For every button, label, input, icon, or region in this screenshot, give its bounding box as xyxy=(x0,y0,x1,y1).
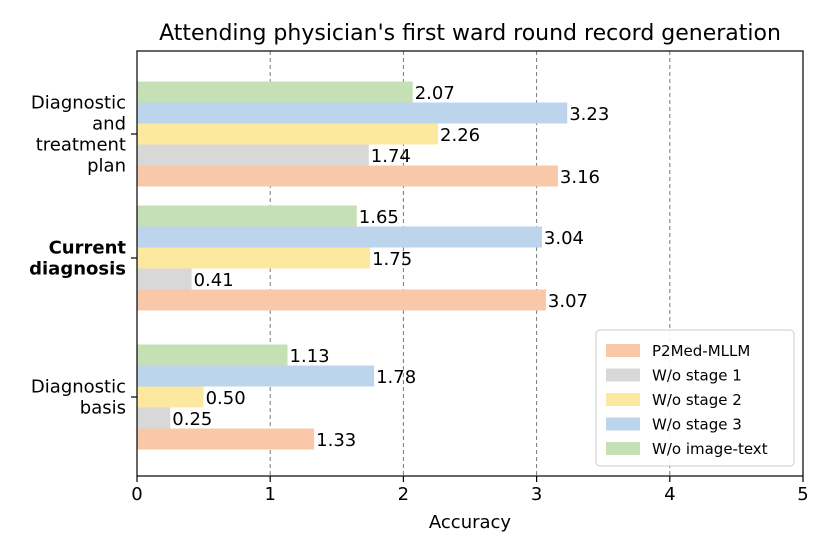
bar-value-label: 1.13 xyxy=(290,346,330,367)
chart-title: Attending physician's first ward round r… xyxy=(159,21,781,46)
legend-entry: W/o image-text xyxy=(652,440,768,458)
x-tick-label: 2 xyxy=(398,484,409,505)
x-tick-label: 4 xyxy=(664,484,675,505)
legend-box xyxy=(595,329,795,467)
category-label: diagnosis xyxy=(29,259,126,280)
x-tick-label: 1 xyxy=(264,484,275,505)
legend-swatch xyxy=(606,442,640,455)
bar-value-label: 2.07 xyxy=(415,83,455,104)
bar xyxy=(137,386,204,408)
bar xyxy=(137,407,171,429)
category-label: treatment xyxy=(36,135,126,156)
category-label: and xyxy=(92,114,126,135)
x-tick-label: 3 xyxy=(531,484,542,505)
bar-value-label: 3.04 xyxy=(544,228,584,249)
bar xyxy=(137,428,315,450)
x-axis-ticks: 0 1 2 3 4 5 xyxy=(131,476,809,505)
category-labels: DiagnosticandtreatmentplanCurrentdiagnos… xyxy=(29,93,137,419)
legend-entry: W/o stage 3 xyxy=(652,416,742,434)
legend-swatch xyxy=(606,368,640,382)
bar xyxy=(137,344,288,366)
category-label: Diagnostic xyxy=(31,93,126,114)
bars xyxy=(137,81,568,450)
legend-entry: P2Med-MLLM xyxy=(652,342,750,360)
bar-value-label: 3.23 xyxy=(569,104,609,125)
bar-value-label: 2.26 xyxy=(440,125,480,146)
bar xyxy=(137,268,192,290)
bar-value-label: 1.65 xyxy=(359,207,399,228)
legend-entry: W/o stage 1 xyxy=(652,367,742,385)
bar-value-label: 0.25 xyxy=(172,409,212,430)
bar xyxy=(137,247,371,269)
bar xyxy=(137,205,357,227)
legend-swatch xyxy=(606,417,640,431)
bar-value-label: 1.78 xyxy=(376,367,416,388)
category-label: basis xyxy=(80,398,126,419)
bar-value-label: 0.41 xyxy=(194,270,234,291)
bar-value-label: 1.33 xyxy=(316,430,356,451)
bar xyxy=(137,123,439,145)
category-label: plan xyxy=(87,156,126,177)
bar xyxy=(137,289,546,311)
bar-value-label: 1.74 xyxy=(371,146,411,167)
bar xyxy=(137,165,558,187)
data-labels: 3.16 1.74 2.26 3.23 2.07 3.07 0.41 1.75 3.04 1.65… xyxy=(172,83,609,451)
plot-frame xyxy=(136,50,804,477)
bar xyxy=(137,144,369,166)
x-tick-label: 0 xyxy=(131,484,142,505)
x-tick-label: 5 xyxy=(797,484,808,505)
bar-value-label: 1.75 xyxy=(372,249,412,270)
bar-value-label: 0.50 xyxy=(206,388,246,409)
category-label: Current xyxy=(49,238,127,259)
legend: P2Med-MLLM W/o stage 1 W/o stage 2 W/o stag… xyxy=(595,329,795,467)
bar-value-label: 3.07 xyxy=(548,291,588,312)
legend-swatch xyxy=(606,344,640,357)
bar xyxy=(137,81,413,103)
bar xyxy=(137,365,375,387)
bar xyxy=(137,102,568,124)
legend-swatch xyxy=(606,393,640,406)
x-axis-label: Accuracy xyxy=(429,512,512,533)
bar xyxy=(137,226,542,248)
legend-entry: W/o stage 2 xyxy=(652,391,742,409)
category-label: Diagnostic xyxy=(31,377,126,398)
bar-value-label: 3.16 xyxy=(560,167,600,188)
